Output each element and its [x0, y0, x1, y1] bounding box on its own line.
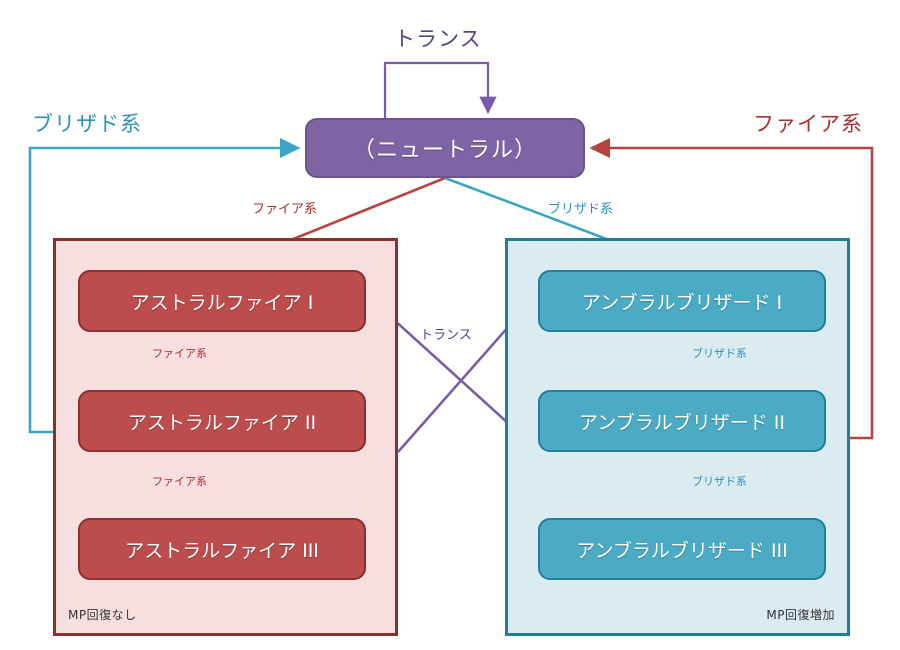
connector-fire-outer: [589, 137, 874, 440]
connector-trance-self-loop: [383, 61, 497, 118]
node-astral-fire-1[interactable]: アストラルファイア I: [78, 270, 366, 332]
node-neutral[interactable]: （ニュートラル）: [305, 118, 585, 178]
connector-blizzard-outer: [28, 137, 301, 434]
fire-panel-note: MP回復なし: [68, 608, 137, 622]
node-umbral-blizzard-3[interactable]: アンブラルブリザード III: [538, 518, 826, 580]
node-astral-fire-3[interactable]: アストラルファイア III: [78, 518, 366, 580]
node-umbral-blizzard-2[interactable]: アンブラルブリザード II: [538, 390, 826, 452]
ice-panel-note: MP回復増加: [766, 608, 835, 622]
node-umbral-blizzard-1[interactable]: アンブラルブリザード I: [538, 270, 826, 332]
node-astral-fire-2[interactable]: アストラルファイア II: [78, 390, 366, 452]
